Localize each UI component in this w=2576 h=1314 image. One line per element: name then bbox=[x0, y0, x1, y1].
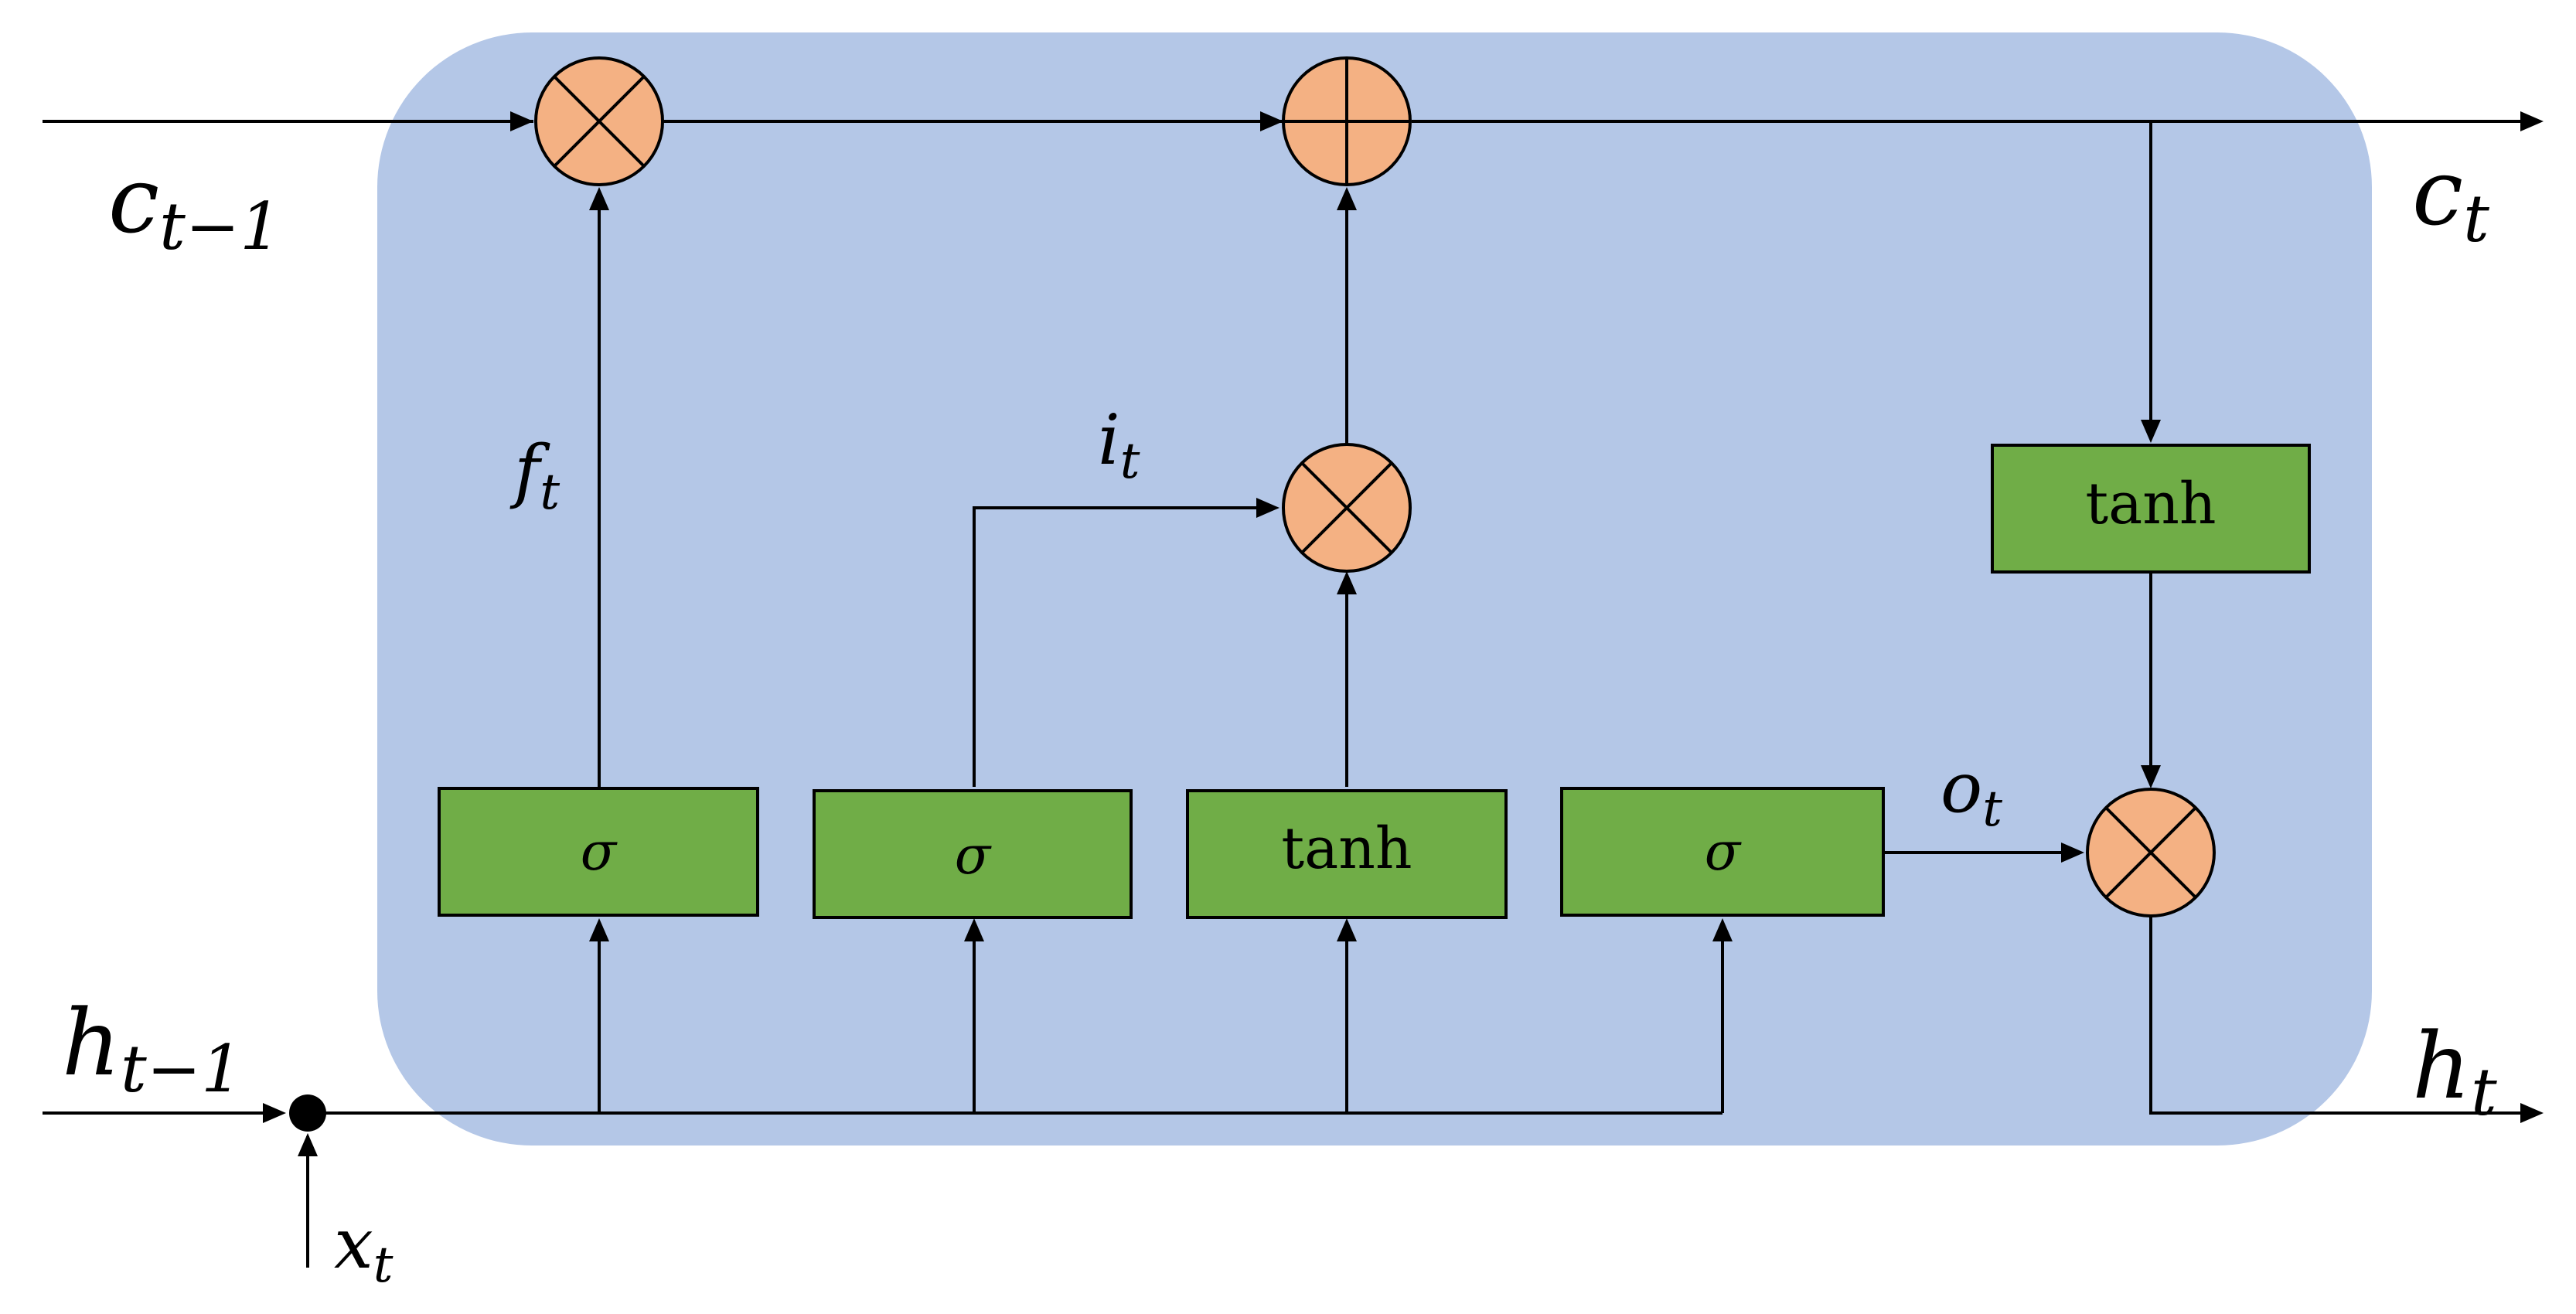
arrowhead bbox=[298, 1133, 318, 1156]
output-gate-block: σ bbox=[1560, 787, 1885, 917]
label-h-prev-sub: t−1 bbox=[121, 1031, 243, 1107]
forget-gate-block: σ bbox=[438, 787, 759, 917]
arrowhead bbox=[1337, 571, 1357, 594]
candidate-block: tanh bbox=[1186, 789, 1508, 919]
arrowhead bbox=[1337, 187, 1357, 210]
label-c-curr-base: c bbox=[2412, 139, 2463, 246]
arrowhead bbox=[589, 918, 609, 941]
arrowhead bbox=[510, 111, 533, 131]
label-i-t: it bbox=[1098, 400, 1140, 490]
arrowhead bbox=[263, 1103, 286, 1123]
arrowhead bbox=[2520, 111, 2544, 131]
label-o-t-base: o bbox=[1941, 747, 1982, 829]
label-o-t: ot bbox=[1941, 747, 2002, 838]
arrowhead bbox=[2141, 765, 2161, 788]
concat-junction-dot bbox=[289, 1094, 326, 1132]
label-h-curr-base: h bbox=[2412, 1013, 2471, 1119]
label-c-prev-sub: t−1 bbox=[159, 189, 281, 264]
input-gate-label: σ bbox=[955, 826, 992, 887]
label-h-prev-base: h bbox=[62, 989, 121, 1096]
candidate-label: tanh bbox=[1281, 815, 1412, 882]
label-h-prev: ht−1 bbox=[62, 989, 243, 1107]
multiply-circle-icon bbox=[1282, 443, 1412, 573]
arrowhead bbox=[2141, 420, 2161, 443]
arrowhead bbox=[1712, 918, 1733, 941]
label-f-t-sub: t bbox=[540, 464, 560, 521]
label-x-t-base: x bbox=[334, 1203, 373, 1285]
output-gate-label: σ bbox=[1705, 822, 1742, 883]
label-i-t-sub: t bbox=[1120, 433, 1140, 490]
label-h-curr-sub: t bbox=[2471, 1054, 2497, 1130]
forget-gate-label: σ bbox=[581, 822, 618, 883]
arrowhead bbox=[1337, 918, 1357, 941]
hidden-state-output-line bbox=[2149, 916, 2536, 1115]
label-c-curr-sub: t bbox=[2463, 181, 2489, 257]
multiply-circle-icon bbox=[2086, 788, 2216, 917]
add-circle-icon bbox=[1282, 56, 1412, 186]
input-gate-block: σ bbox=[813, 789, 1133, 919]
label-c-prev: ct−1 bbox=[108, 147, 281, 264]
arrowhead bbox=[2520, 1103, 2544, 1123]
input-gate-line bbox=[973, 506, 1272, 787]
arrowhead bbox=[589, 187, 609, 210]
arrowhead bbox=[1260, 111, 1283, 131]
cell-tanh-label: tanh bbox=[2085, 471, 2216, 537]
arrowhead bbox=[964, 918, 984, 941]
cell-background bbox=[377, 32, 2372, 1145]
label-i-t-base: i bbox=[1098, 400, 1120, 481]
cell-tanh-block: tanh bbox=[1991, 444, 2311, 574]
label-x-t: xt bbox=[334, 1203, 394, 1294]
arrowhead bbox=[1256, 498, 1279, 518]
label-o-t-sub: t bbox=[1982, 781, 2002, 838]
label-x-t-sub: t bbox=[373, 1237, 394, 1294]
label-h-curr: ht bbox=[2412, 1013, 2497, 1130]
multiply-circle-icon bbox=[534, 56, 664, 186]
label-c-curr: ct bbox=[2412, 139, 2489, 257]
label-c-prev-base: c bbox=[108, 147, 159, 254]
arrowhead bbox=[2061, 843, 2084, 863]
